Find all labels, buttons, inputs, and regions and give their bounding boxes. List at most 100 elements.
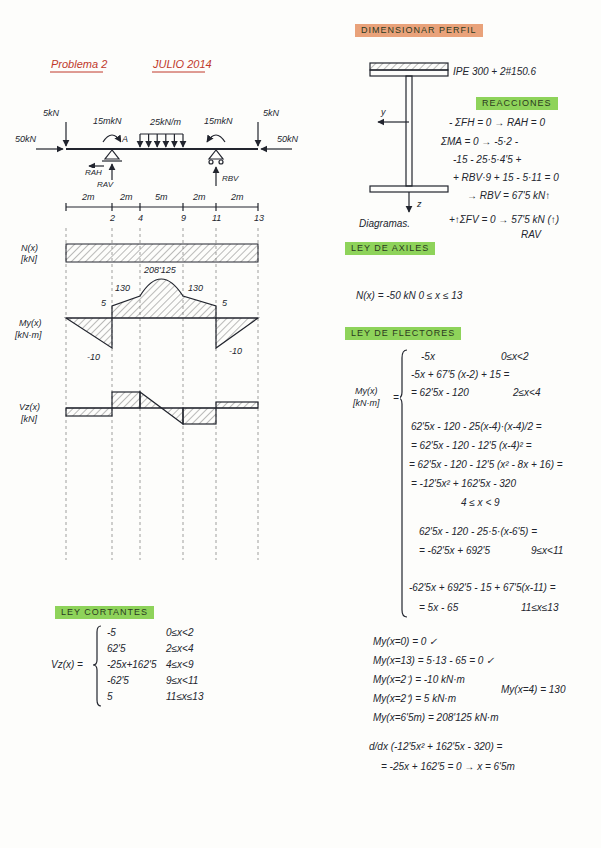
note-text: 2m — [230, 192, 245, 202]
drawing-stroke — [65, 122, 66, 146]
note-text: My(x=4) = 130 — [500, 684, 566, 696]
note-text: 2m — [192, 192, 207, 202]
note-text: -25x+162'5 — [106, 659, 157, 671]
note-text: -5x — [420, 351, 436, 363]
drawing-stroke — [140, 392, 162, 408]
drawing-stroke — [65, 203, 66, 211]
note-text: 9≤x<11 — [165, 675, 199, 687]
highlight-band: LEY DE FLECTORES — [345, 327, 461, 340]
drawing-stroke — [66, 148, 258, 150]
drawing-stroke — [209, 160, 213, 164]
note-text: RBV — [221, 174, 239, 183]
note-text: ΣMA = 0 → -5·2 - — [440, 136, 519, 148]
note-text: - ΣFH = 0 → RAH = 0 — [448, 117, 546, 129]
drawing-stroke — [209, 150, 223, 159]
drawing-stroke — [378, 121, 409, 122]
drawing-stroke — [66, 408, 258, 409]
note-text: 130 — [114, 283, 131, 293]
note-text: = 62'5x - 120 - 12'5 (x-4)² = — [410, 440, 533, 452]
note-text: 9 — [180, 213, 187, 223]
note-text: -10 — [228, 346, 243, 356]
note-text: -62'5 — [106, 675, 130, 687]
drawing-stroke — [66, 408, 112, 416]
note-text: [kN·m] — [14, 330, 43, 340]
drawing-stroke — [370, 63, 448, 212]
note-text: 5 — [221, 298, 228, 308]
drawing-stroke — [66, 279, 258, 348]
drawing-stroke — [66, 206, 258, 207]
heading-text: LEY DE FLECTORES — [351, 328, 455, 338]
drawing-stroke — [370, 186, 448, 192]
note-text: [kN] — [20, 414, 38, 424]
drawing-stroke — [66, 244, 258, 262]
drawing-stroke — [157, 134, 158, 147]
note-text: 62'5x - 120 - 25·5·(x-6'5) = — [418, 526, 538, 538]
note-text: 50kN — [276, 134, 299, 144]
heading-text: LEY DE AXILES — [351, 243, 429, 253]
note-text: My(x=2⁻) = -10 kN·m — [372, 674, 466, 686]
drawing-stroke — [50, 72, 205, 73]
drawing-stroke — [148, 134, 149, 147]
drawing-stroke — [93, 350, 407, 706]
note-text: 4≤x<9 — [165, 659, 194, 671]
drawing-stroke — [216, 402, 258, 408]
note-text: RAV — [520, 229, 542, 241]
note-text: 2≤x<4 — [165, 643, 194, 655]
note-text: +↑ΣFV = 0 → 57'5 kN (↑) — [448, 214, 560, 226]
note-text: 208'125 — [143, 265, 177, 275]
drawing-stroke — [152, 72, 205, 73]
drawing-stroke — [66, 228, 67, 560]
drawing-stroke — [174, 134, 175, 147]
drawing-stroke — [66, 318, 258, 319]
note-text: 2m — [119, 192, 134, 202]
note-text: = — [392, 392, 400, 404]
drawing-stroke — [219, 160, 223, 164]
highlight-band: DIMENSIONAR PERFIL — [355, 24, 483, 37]
drawing-stroke — [140, 133, 183, 134]
note-text: 2m — [81, 192, 96, 202]
note-text: Vz(x) — [18, 402, 41, 412]
note-text: 4 — [137, 213, 144, 223]
note-text: 62'5 — [106, 643, 127, 655]
note-text: 11 — [211, 213, 222, 223]
drawing-stroke — [216, 318, 258, 348]
drawing-stroke — [111, 203, 112, 211]
drawing-stroke — [102, 160, 122, 161]
note-text: N(x) = -50 kN 0 ≤ x ≤ 13 — [355, 290, 463, 302]
drawing-stroke — [261, 148, 292, 149]
drawing-stroke — [183, 408, 216, 424]
note-text: 2≤x<4 — [512, 387, 541, 399]
note-text: My(x=0) = 0 ✓ — [372, 636, 438, 648]
note-text: 15mkN — [203, 116, 234, 126]
drawing-stroke — [408, 192, 409, 212]
note-text: = 62'5x - 120 - 12'5 (x² - 8x + 16) = — [408, 459, 564, 471]
highlight-band: LEY DE AXILES — [345, 242, 435, 255]
note-text: My(x=2⁺) = 5 kN·m — [372, 693, 457, 705]
note-text: JULIO 2014 — [152, 58, 213, 71]
note-text: [kN] — [20, 254, 38, 264]
note-text: My(x) — [18, 318, 43, 328]
drawing-stroke — [36, 148, 63, 149]
note-text: 25kN/m — [149, 117, 182, 127]
note-text: 5 — [106, 691, 114, 703]
note-text: My(x) — [354, 386, 379, 396]
note-text: My(x=13) = 5·13 - 65 = 0 ✓ — [372, 655, 495, 667]
drawing-stroke — [50, 72, 103, 73]
drawing-stroke — [112, 392, 140, 408]
note-text: 11≤x≤13 — [165, 691, 204, 703]
highlight-band: REACCIONES — [476, 97, 558, 110]
drawing-stroke — [103, 135, 121, 142]
note-text: 50kN — [14, 134, 37, 144]
drawing-stroke — [370, 63, 448, 70]
highlight-band: LEY CORTANTES — [55, 606, 154, 619]
note-text: + RBV·9 + 15 - 5·11 = 0 — [452, 172, 560, 184]
drawing-stroke — [215, 203, 216, 211]
note-text: = 62'5x - 120 — [410, 387, 470, 399]
drawing-stroke — [139, 203, 140, 211]
note-text: [kN·m] — [352, 398, 381, 408]
drawing-stroke — [183, 228, 184, 560]
note-text: 5kN — [262, 108, 280, 118]
note-text: 5m — [154, 192, 169, 202]
note-text: RAV — [96, 180, 114, 189]
note-text: RAH — [84, 168, 103, 177]
